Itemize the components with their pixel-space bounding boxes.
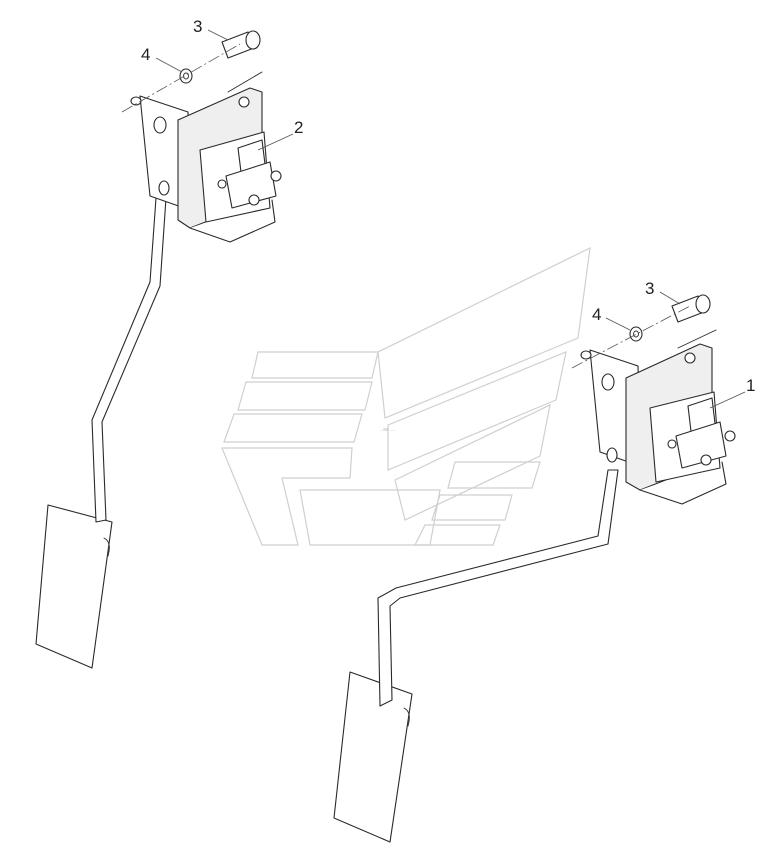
left-washer-outer <box>179 68 193 84</box>
left-leader-3 <box>207 29 229 41</box>
watermark-logo: ..so ... <box>221 246 591 546</box>
callout-4-right: 4 <box>592 305 601 324</box>
right-housing-screw <box>684 352 696 364</box>
watermark-stem <box>221 447 353 546</box>
left-pedal-pad <box>35 504 113 669</box>
left-sensor-screw-1 <box>270 170 282 182</box>
right-sensor-screw-1 <box>724 430 736 442</box>
left-sensor-screw-3 <box>217 179 227 189</box>
right-sensor-screw-3 <box>667 439 677 449</box>
right-bolt-head <box>695 294 711 314</box>
callout-3-right: 3 <box>645 279 654 298</box>
washer-icon <box>179 68 193 84</box>
right-pedal-arm <box>377 469 619 707</box>
right-sensor-screw-2 <box>700 454 712 466</box>
watermark-stamp: ..so ... <box>380 427 396 433</box>
watermark-bar-6 <box>414 524 501 546</box>
washer-icon <box>629 326 643 342</box>
watermark-bar-2 <box>237 381 373 411</box>
callout-3-left: 3 <box>193 17 202 36</box>
callout-1: 1 <box>746 376 755 395</box>
right-housing-tab <box>677 329 717 349</box>
watermark-bar-1 <box>251 351 379 379</box>
right-pedal-assembly: 3 4 1 <box>333 279 755 843</box>
pedal-position-sensor-icon <box>199 131 282 223</box>
left-pedal-assembly: 3 4 2 <box>35 17 303 669</box>
right-washer-inner <box>633 330 639 338</box>
right-sensor-plug <box>675 421 727 469</box>
watermark-bar-3 <box>223 413 363 443</box>
callout-2: 2 <box>294 118 303 137</box>
pedal-position-sensor-icon <box>649 391 736 483</box>
right-pedal-hinge <box>403 707 410 727</box>
right-washer-outer <box>629 326 643 342</box>
watermark-wing-2 <box>387 351 567 471</box>
left-assembly-axis <box>121 43 241 113</box>
right-housing-base <box>639 461 727 505</box>
leader-1 <box>709 391 746 409</box>
bolt-icon <box>221 30 261 59</box>
left-housing-screw <box>238 96 250 108</box>
right-bracket-hole <box>580 350 592 360</box>
left-housing-tab <box>227 71 263 93</box>
watermark-wing-3 <box>394 403 551 521</box>
right-lower-boss <box>606 447 618 463</box>
watermark-bar-5 <box>431 494 513 521</box>
watermark-wing-1 <box>377 246 591 419</box>
left-leader-4 <box>155 57 183 73</box>
watermark-bar-4 <box>447 461 541 489</box>
left-bolt-head <box>245 30 261 50</box>
left-washer-inner <box>183 72 189 80</box>
bolt-icon <box>671 294 711 323</box>
right-pivot-boss <box>601 373 615 391</box>
left-pedal-hinge <box>103 537 110 557</box>
left-sensor-plug <box>225 161 277 209</box>
right-leader-4 <box>605 317 631 331</box>
right-leader-3 <box>659 291 681 305</box>
left-lower-boss <box>158 180 170 196</box>
left-pivot-boss <box>153 116 167 134</box>
left-pedal-arm <box>91 197 167 523</box>
leader-2 <box>257 133 294 151</box>
right-assembly-axis <box>571 305 691 369</box>
left-sensor-screw-2 <box>248 194 260 206</box>
callout-4-left: 4 <box>141 45 150 64</box>
right-pedal-pad <box>333 671 413 843</box>
